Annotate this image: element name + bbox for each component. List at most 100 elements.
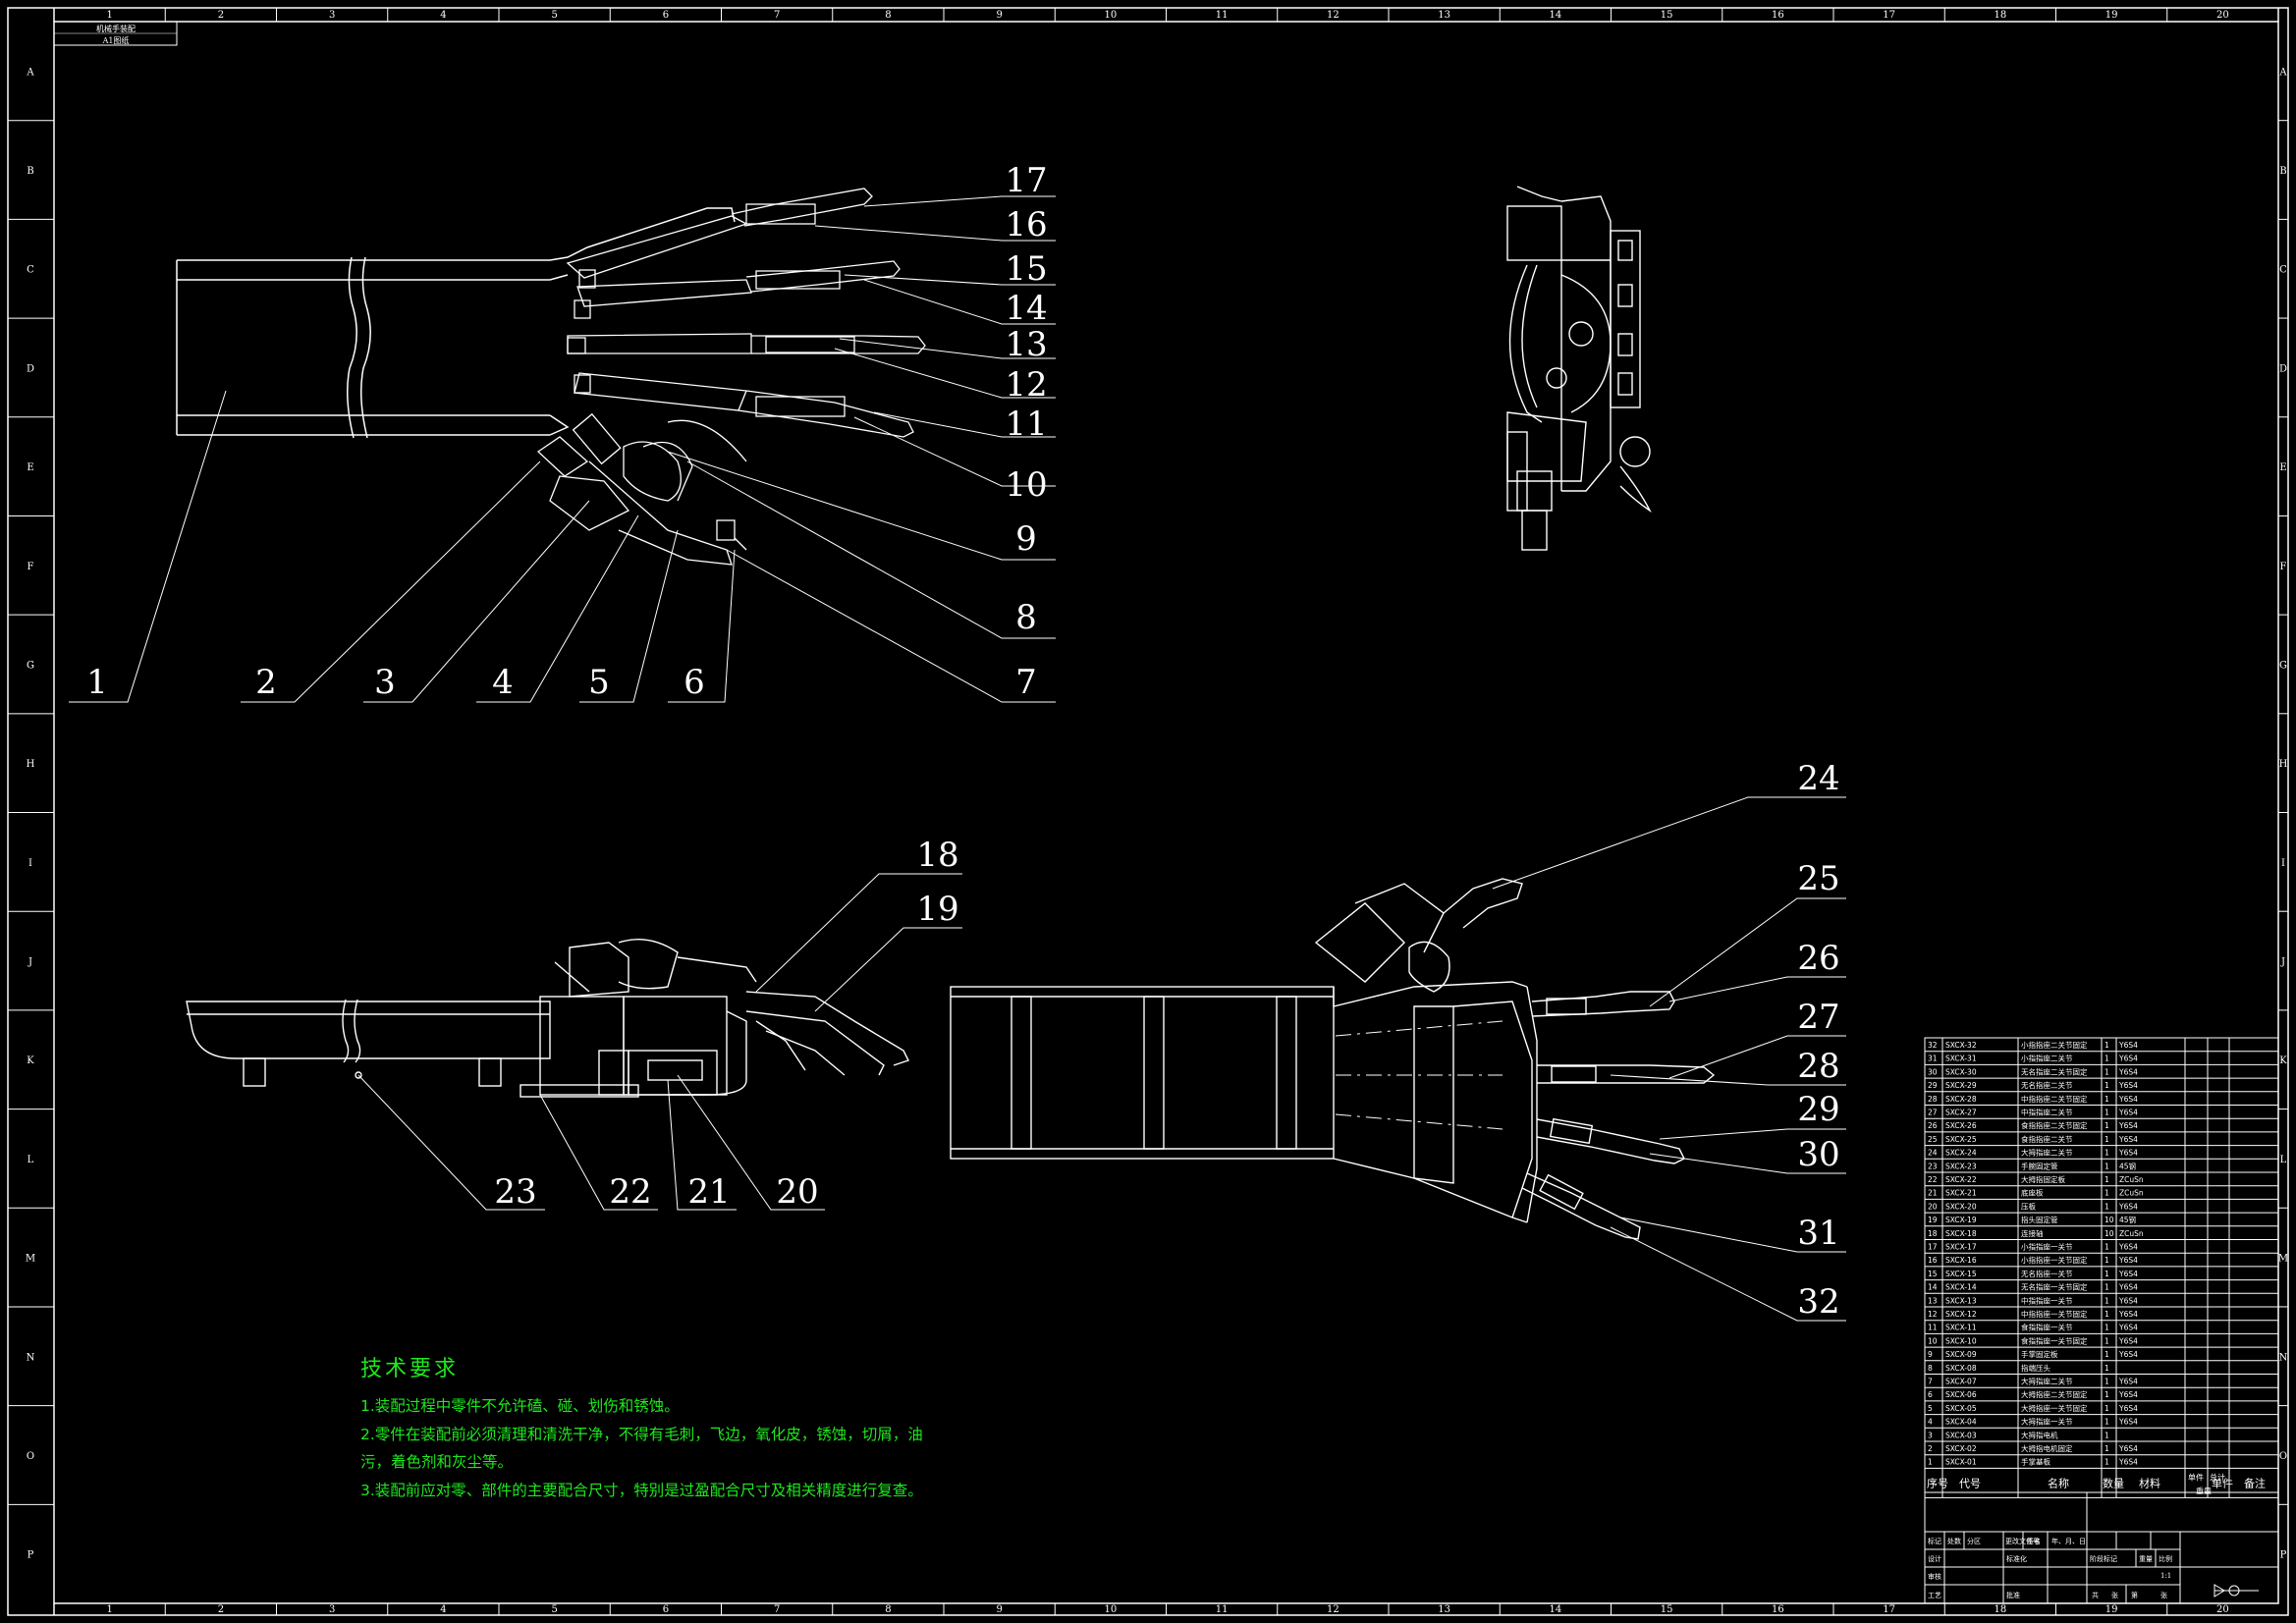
border-col-label-bottom: 19	[2105, 1604, 2118, 1615]
tb-mark: 标记	[1928, 1537, 1941, 1545]
balloon-9: 9	[1015, 519, 1037, 559]
bom-cell: 压板	[2021, 1201, 2037, 1211]
bom-cell: SXCX-09	[1945, 1350, 1977, 1359]
bom-cell: SXCX-31	[1945, 1055, 1977, 1063]
bom-cell: Y6S4	[2118, 1067, 2138, 1076]
border-row-label-right: E	[2279, 462, 2286, 473]
bom-cell: 17	[1928, 1243, 1938, 1252]
technical-requirements: 技术要求 1.装配过程中零件不允许磕、碰、划伤和锈蚀。 2.零件在装配前必须清理…	[360, 1351, 923, 1504]
balloon-32: 32	[1797, 1282, 1839, 1322]
tb-standard: 标准化	[2006, 1554, 2027, 1563]
bom-cell: SXCX-05	[1945, 1404, 1977, 1413]
bom-cell: SXCX-10	[1945, 1336, 1977, 1345]
border-col-label-top: 11	[1216, 10, 1229, 21]
bom-cell: 1	[1928, 1458, 1933, 1467]
border-col-label-top: 9	[996, 10, 1002, 21]
bom-cell: 1	[2105, 1081, 2109, 1090]
border-col-label-bottom: 20	[2216, 1604, 2229, 1615]
bom-cell: 食指指座二关节	[2021, 1134, 2073, 1144]
border-col-label-top: 18	[1995, 10, 2007, 21]
bom-cell: 4	[1928, 1418, 1933, 1427]
border-col-label-top: 16	[1772, 10, 1784, 21]
bom-cell: 13	[1928, 1296, 1938, 1305]
bom-cell: SXCX-08	[1945, 1364, 1977, 1373]
border-col-label-top: 6	[663, 10, 669, 21]
bom-cell: 指头固定管	[2021, 1215, 2058, 1224]
top-left-line1: 机械手装配	[96, 24, 136, 33]
tb-process: 工艺	[1928, 1592, 1941, 1599]
bom-cell: 27	[1928, 1109, 1938, 1117]
bom-cell: 大拇指电机固定	[2021, 1443, 2073, 1453]
bom-cell: Y6S4	[2118, 1418, 2138, 1427]
bom-cell: 连接轴	[2021, 1228, 2044, 1238]
border-col-label-bottom: 3	[329, 1604, 335, 1615]
bom-cell: 无名指座二关节	[2021, 1080, 2073, 1090]
bom-cell: 16	[1928, 1256, 1938, 1265]
balloon-5: 5	[588, 663, 610, 702]
bom-cell: 1	[2105, 1378, 2109, 1386]
bom-cell: SXCX-28	[1945, 1095, 1977, 1104]
bom-cell: Y6S4	[2118, 1390, 2138, 1399]
border-row-label-left: J	[27, 957, 32, 968]
border-col-label-top: 5	[551, 10, 557, 21]
border-col-label-bottom: 15	[1661, 1604, 1673, 1615]
border-col-label-bottom: 11	[1216, 1604, 1229, 1615]
bom-cell: Y6S4	[2118, 1055, 2138, 1063]
bom-cell: SXCX-20	[1945, 1202, 1977, 1211]
tb-design: 设计	[1928, 1554, 1941, 1563]
view-bottom-left	[186, 873, 962, 1211]
bom-cell: 大拇指固定板	[2021, 1174, 2065, 1184]
notes-title: 技术要求	[360, 1357, 460, 1381]
bom-cell: 1	[2105, 1324, 2109, 1332]
tb-approve: 批准	[2006, 1591, 2020, 1599]
bom-cell: SXCX-13	[1945, 1296, 1977, 1305]
bom-cell: 1	[2105, 1444, 2109, 1453]
bom-cell: SXCX-29	[1945, 1081, 1977, 1090]
border-col-label-top: 20	[2216, 10, 2229, 21]
top-left-line2: A1图纸	[102, 35, 130, 45]
balloon-30: 30	[1797, 1135, 1839, 1174]
bom-cell: 无名指座二关节固定	[2021, 1066, 2088, 1076]
border-row-label-right: D	[2279, 363, 2287, 374]
border-col-label-top: 4	[440, 10, 446, 21]
bom-cell: 30	[1928, 1067, 1938, 1076]
bom-cell: SXCX-02	[1945, 1444, 1977, 1453]
border-row-label-right: H	[2279, 759, 2288, 770]
border-row-label-right: N	[2279, 1352, 2288, 1363]
border-row-label-left: G	[27, 660, 34, 671]
bom-cell: 14	[1928, 1283, 1938, 1292]
balloon-28: 28	[1797, 1047, 1839, 1086]
border-col-label-bottom: 7	[774, 1604, 780, 1615]
bom-cell: SXCX-06	[1945, 1390, 1977, 1399]
bom-cell: 食指指座一关节固定	[2021, 1335, 2088, 1345]
bom-cell: SXCX-14	[1945, 1283, 1977, 1292]
border-col-label-top: 14	[1550, 10, 1562, 21]
bom-cell: 1	[2105, 1149, 2109, 1158]
tb-zone: 分区	[1967, 1537, 1981, 1545]
bom-cell: 1	[2105, 1310, 2109, 1319]
bom-cell: 25	[1928, 1135, 1938, 1144]
bom-cell: 手腕固定管	[2021, 1161, 2058, 1170]
bom-cell: 3	[1928, 1431, 1933, 1439]
border-col-label-bottom: 10	[1105, 1604, 1118, 1615]
balloon-27: 27	[1797, 998, 1839, 1037]
bom-cell: 10	[1928, 1336, 1938, 1345]
balloon-20: 20	[776, 1172, 818, 1212]
tb-stage: 阶段标记	[2090, 1554, 2117, 1563]
bom-cell: 6	[1928, 1390, 1933, 1399]
border-row-label-left: O	[27, 1451, 34, 1462]
border-row-label-right: M	[2278, 1254, 2288, 1265]
bom-cell: 手掌基板	[2021, 1457, 2050, 1467]
bom-cell: Y6S4	[2118, 1378, 2138, 1386]
bom-cell: 7	[1928, 1378, 1933, 1386]
bom-cell: Y6S4	[2118, 1283, 2138, 1292]
border-col-label-bottom: 5	[551, 1604, 557, 1615]
bom-cell: Y6S4	[2118, 1081, 2138, 1090]
bom-cell: SXCX-26	[1945, 1121, 1977, 1130]
bom-cell: 1	[2105, 1189, 2109, 1198]
bom-cell: 1	[2105, 1458, 2109, 1467]
bom-cell: 24	[1928, 1149, 1938, 1158]
bom-cell: 1	[2105, 1121, 2109, 1130]
balloon-21: 21	[687, 1172, 730, 1212]
